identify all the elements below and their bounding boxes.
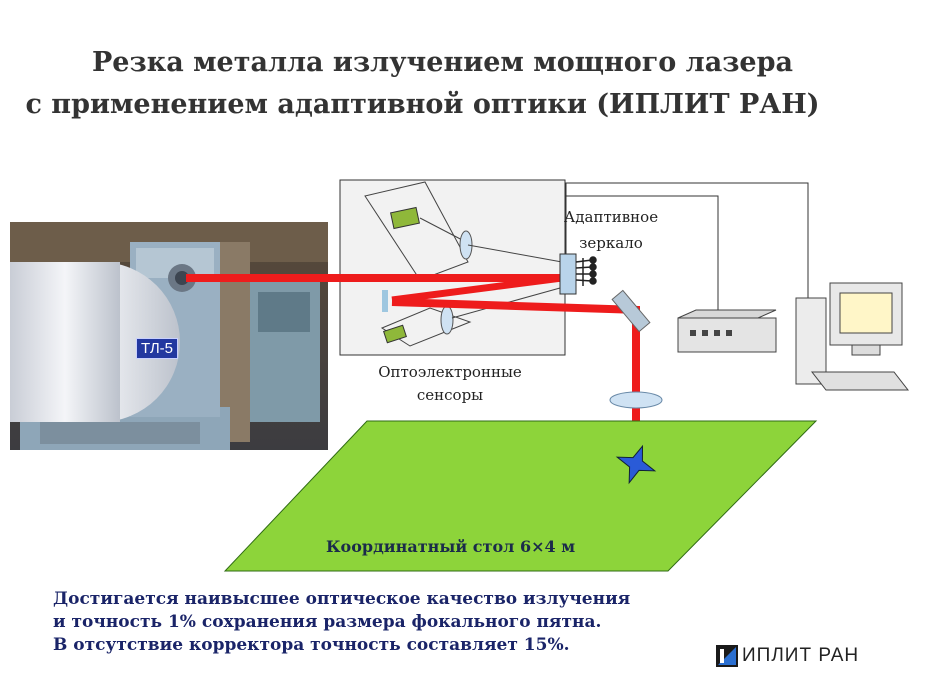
table-label: Координатный стол 6×4 м — [326, 537, 575, 556]
footer-line-1: Достигается наивысшее оптическое качеств… — [53, 588, 630, 611]
logo-text: ИПЛИТ РАН — [742, 645, 859, 667]
footer-line-3: В отсутствие корректора точность составл… — [53, 634, 630, 657]
adaptive-mirror — [560, 254, 576, 294]
focusing-lens — [610, 392, 662, 408]
beam-splitter — [382, 290, 388, 312]
computer — [796, 283, 908, 390]
controller-unit — [678, 310, 776, 352]
sensors-label-line-1: Оптоэлектронные — [340, 363, 560, 381]
mirror-label-line-1: Адаптивное — [536, 208, 686, 226]
logo: ИПЛИТ РАН — [716, 645, 859, 667]
mirror-actuators — [576, 257, 596, 286]
footer-text: Достигается наивысшее оптическое качеств… — [53, 588, 630, 657]
mirror-label-line-2: зеркало — [536, 234, 686, 252]
sensors-label-line-2: сенсоры — [340, 386, 560, 404]
logo-icon — [716, 645, 738, 667]
lens-sensor-bottom — [441, 306, 453, 334]
footer-line-2: и точность 1% сохранения размера фокальн… — [53, 611, 630, 634]
